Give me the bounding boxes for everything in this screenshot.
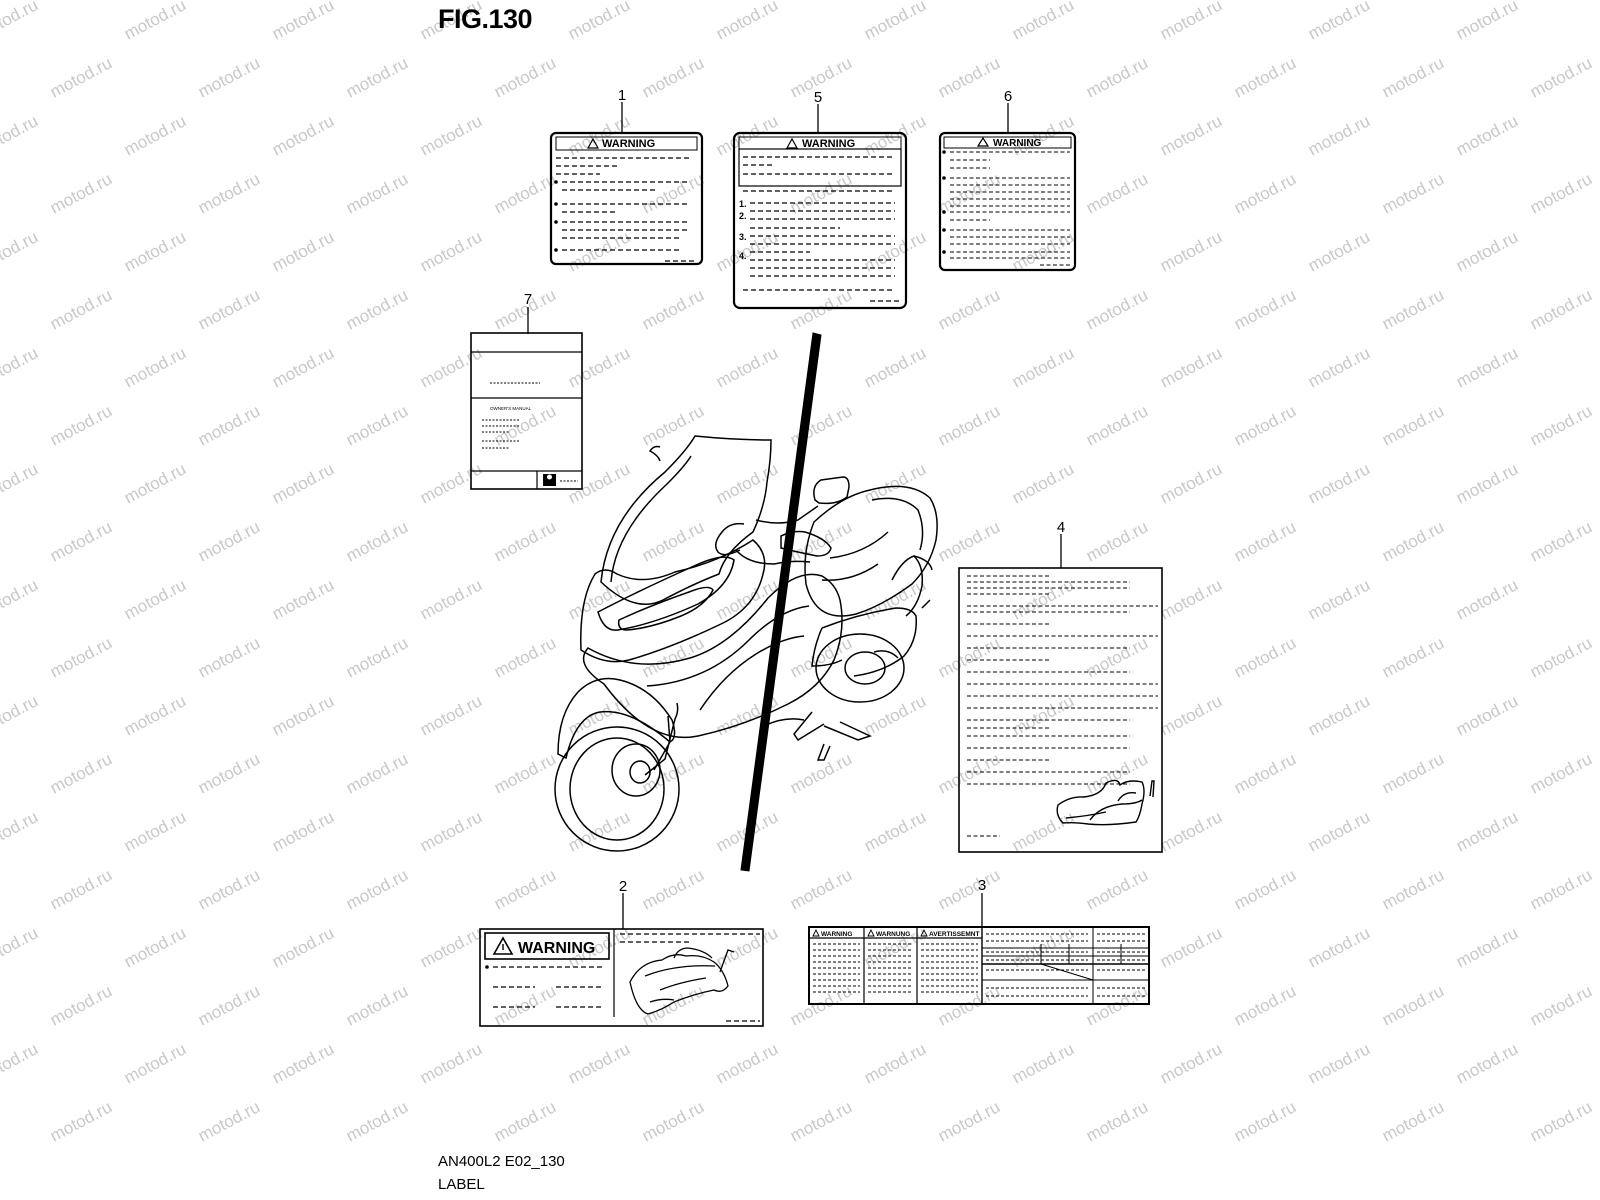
label-4-seat: 4	[958, 519, 1163, 853]
figure-title: FIG.130	[438, 4, 533, 34]
callout-6: 6	[1004, 88, 1012, 105]
callout-1: 1	[618, 87, 626, 104]
bullet-dot	[942, 150, 946, 154]
label-7-owner-tag: 7 OWNER'S MANUAL	[470, 291, 583, 490]
label-6-heading: WARNING	[993, 138, 1042, 149]
label-5-heading: WARNING	[802, 138, 855, 150]
callout-4: 4	[1057, 519, 1065, 536]
callout-5: 5	[814, 89, 822, 106]
label-2-heading: WARNING	[518, 940, 595, 957]
bullet-dot	[485, 965, 489, 969]
label-5-item-1: 1.	[739, 199, 747, 209]
model-code: AN400L2 E02_130	[438, 1153, 565, 1170]
label-3-multilingual: 3 WARNING WARNUNG AVERTISSEMNT	[808, 877, 1150, 1005]
callout-7: 7	[524, 291, 532, 308]
bullet-dot	[942, 176, 946, 180]
seat-icon	[1056, 779, 1155, 826]
label-1-warning: 1 WARNING	[549, 87, 704, 266]
label-5-warning: 5 WARNING 1. 2. 3. 4.	[732, 89, 908, 310]
bullet-dot	[554, 202, 558, 206]
label-3-heading-fr: AVERTISSEMNT	[929, 931, 979, 938]
bullet-dot	[942, 210, 946, 214]
label-1-heading: WARNING	[602, 138, 655, 150]
callout-2: 2	[619, 878, 627, 895]
bullet-dot	[554, 248, 558, 252]
label-7-manual-text: OWNER'S MANUAL	[490, 406, 532, 411]
bullet-dot	[942, 228, 946, 232]
separator-bar	[740, 332, 822, 872]
seat-open-icon	[629, 947, 735, 1015]
label-6-warning: 6 WARNING	[938, 88, 1077, 272]
label-5-item-3: 3.	[739, 232, 747, 242]
bullet-dot	[554, 180, 558, 184]
label-3-heading-de: WARNUNG	[876, 931, 910, 938]
label-3-heading-en: WARNING	[821, 931, 852, 938]
label-5-item-2: 2.	[739, 211, 747, 221]
callout-3: 3	[978, 877, 986, 894]
scooter-illustration	[554, 435, 938, 852]
bullet-dot	[942, 250, 946, 254]
label-5-item-4: 4.	[739, 251, 747, 261]
section-name: LABEL	[438, 1176, 485, 1193]
label-2-warning: 2 WARNING	[479, 878, 764, 1027]
bullet-dot	[554, 220, 558, 224]
